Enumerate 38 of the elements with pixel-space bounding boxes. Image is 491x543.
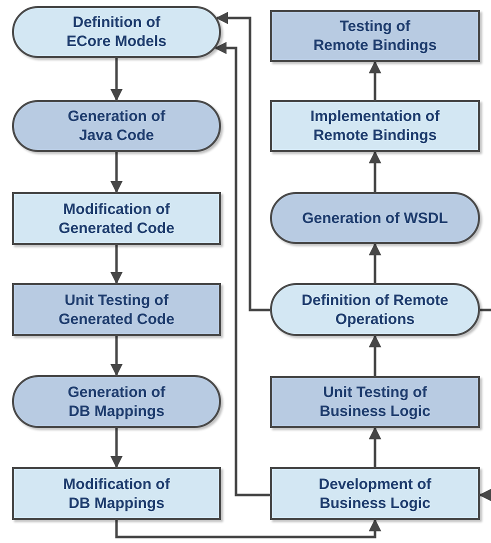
box-label: Modification of DB Mappings <box>62 474 171 512</box>
rounded-process-box <box>270 283 480 336</box>
arrow <box>110 336 123 376</box>
box-label: Modification of Generated Code <box>58 200 176 238</box>
arrow <box>368 242 382 283</box>
arrow <box>368 150 382 192</box>
box-label: Unit Testing of Business Logic <box>318 383 432 421</box>
arrow <box>368 334 382 376</box>
rounded-process-box <box>12 100 221 152</box>
arrow <box>115 518 382 538</box>
arrow <box>368 426 382 467</box>
box-label: Unit Testing of Generated Code <box>58 290 176 328</box>
process-box <box>270 467 480 520</box>
process-box <box>270 376 480 428</box>
process-box <box>12 192 221 245</box>
arrow <box>110 58 123 102</box>
arrow <box>478 488 491 502</box>
box-label: Definition of Remote Operations <box>300 290 450 328</box>
box-label: Definition of ECore Models <box>65 13 168 51</box>
arrow <box>110 245 123 284</box>
box-label: Generation of DB Mappings <box>66 382 166 420</box>
rounded-process-box <box>12 375 221 428</box>
process-box <box>12 283 221 336</box>
arrow <box>368 60 382 100</box>
process-box <box>270 100 480 152</box>
rounded-process-box <box>270 192 480 244</box>
box-label: Testing of Remote Bindings <box>312 17 438 55</box>
arrow <box>110 152 123 194</box>
rounded-process-box <box>12 6 221 58</box>
box-label: Development of Business Logic <box>318 474 432 512</box>
arrow <box>216 12 270 312</box>
box-label: Generation of Java Code <box>66 107 166 145</box>
process-box <box>270 10 480 62</box>
box-label: Generation of WSDL <box>302 208 448 228</box>
arrow <box>110 428 123 468</box>
arrow <box>214 42 270 496</box>
box-label: Implementation of Remote Bindings <box>309 107 441 145</box>
process-box <box>12 467 221 520</box>
